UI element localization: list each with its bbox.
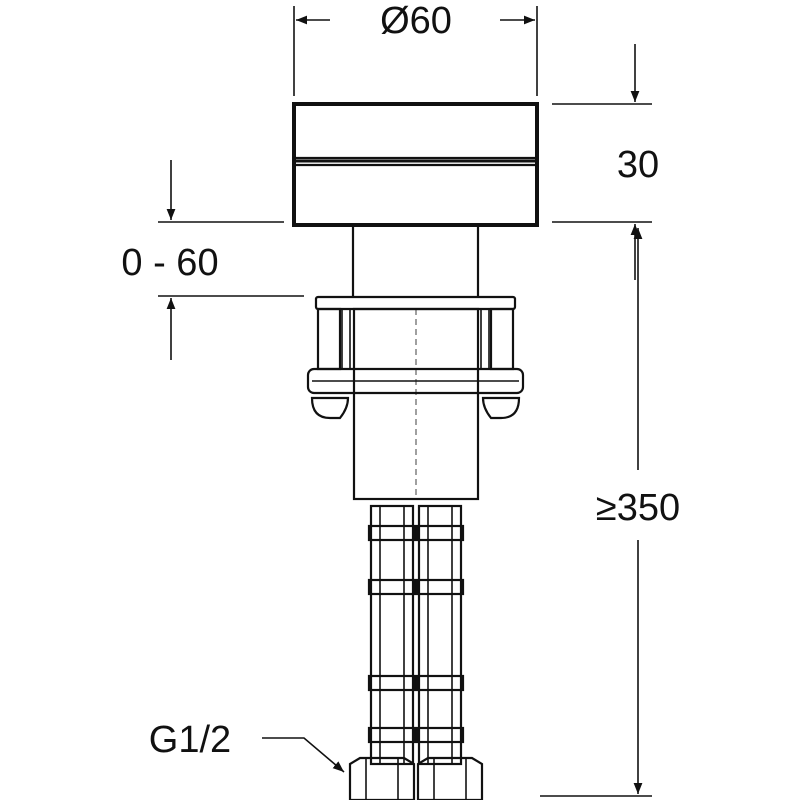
flange-plate-top [314,295,517,311]
screw-left [310,307,351,420]
cap-body [292,102,539,227]
hex-nut-right [416,756,484,800]
dimension-diameter: Ø60 [293,0,538,96]
thread-label: G1/2 [149,719,231,761]
clamp-bar [306,367,525,395]
dimension-adjust-range: 0 - 60 [121,160,304,360]
hose-left [367,504,417,766]
screw-right [480,307,521,420]
dimension-height: 30 [552,44,659,280]
hex-nut-left [348,756,416,800]
min-length-label: ≥350 [596,487,680,529]
height-label: 30 [617,144,659,186]
dimension-min-length: ≥350 [540,228,680,797]
hose-right [415,504,465,766]
diameter-label: Ø60 [380,0,452,42]
stem [351,225,480,297]
threaded-body [352,307,480,501]
thread-callout: G1/2 [149,719,345,773]
adjust-range-label: 0 - 60 [121,242,218,284]
